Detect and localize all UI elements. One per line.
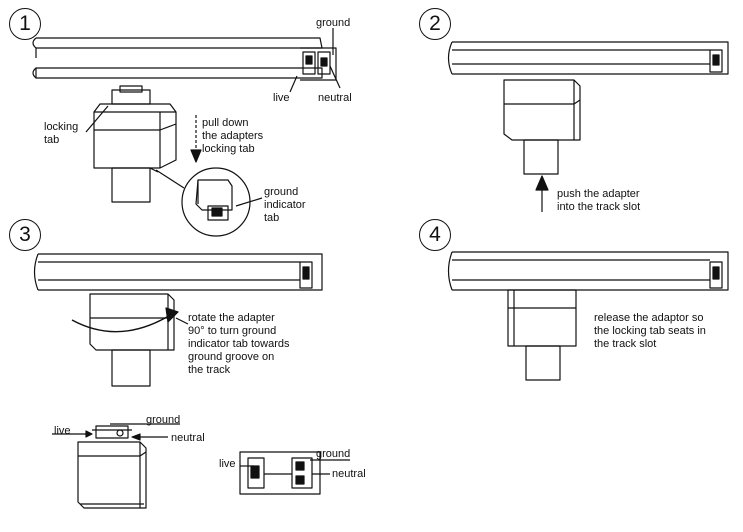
step4-adapter: [507, 289, 577, 381]
step4-track-rail: [447, 251, 729, 291]
bottom-adapter-live-label: live: [54, 425, 71, 437]
step3-track-rail: [33, 253, 323, 291]
step1-ground-indicator-label: ground indicator tab: [264, 186, 306, 224]
bottom-adapter-neutral-label: neutral: [171, 432, 205, 444]
bottom-adapter-ground-label: ground: [146, 414, 181, 426]
bottom-track-section: [239, 451, 321, 495]
step-1-number: 1: [9, 8, 41, 40]
bottom-track-neutral-label: neutral: [332, 468, 366, 480]
bottom-track-ground-label: ground: [316, 448, 351, 460]
step1-track-rail: [32, 37, 337, 81]
step3-adapter: [89, 293, 175, 387]
step4-instruction: release the adaptor so the locking tab s…: [594, 312, 706, 350]
step1-ground-label: ground: [316, 17, 351, 29]
step2-instruction: push the adapter into the track slot: [557, 188, 641, 213]
step2-adapter: [503, 79, 581, 175]
step1-adapter: [93, 85, 177, 203]
step1-locking-tab-label: locking tab: [44, 121, 79, 146]
step3-instruction: rotate the adapter 90° to turn ground in…: [188, 312, 290, 376]
bottom-track-live-label: live: [219, 458, 236, 470]
step1-live-label: live: [273, 92, 290, 104]
step1-instruction: pull down the adapters locking tab: [202, 117, 264, 155]
bottom-adapter: [77, 425, 147, 509]
step1-detail-tab: [195, 179, 233, 221]
step-2-number: 2: [419, 8, 451, 40]
step-3-number: 3: [9, 219, 41, 251]
step1-neutral-label: neutral: [318, 92, 352, 104]
step-4-number: 4: [419, 219, 451, 251]
step2-track-rail: [447, 41, 729, 75]
